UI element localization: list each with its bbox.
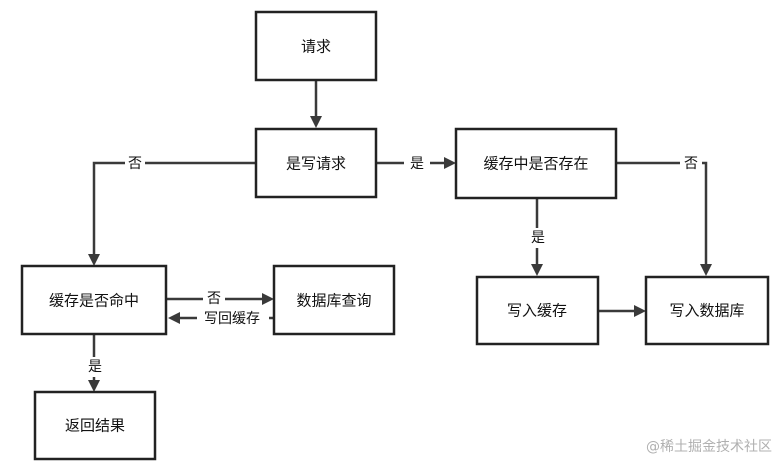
node-return-result-label: 返回结果 (65, 417, 125, 435)
arrowhead-write-cache-to-write-db (634, 305, 646, 317)
node-db-query: 数据库查询 (272, 264, 396, 336)
node-db-query-label: 数据库查询 (296, 292, 371, 310)
node-return-result: 返回结果 (33, 390, 157, 461)
label-db-write-back: 写回缓存 (204, 311, 260, 327)
connectors (88, 80, 712, 392)
arrowhead-is-write-no (88, 254, 100, 266)
node-is-write-request: 是写请求 (254, 127, 378, 199)
node-write-db: 写入数据库 (644, 275, 770, 346)
node-is-write-request-label: 是写请求 (286, 155, 346, 173)
edge-labels: 否 是 否 是 否 写回缓存 是 (84, 154, 702, 377)
node-cache-hit-label: 缓存是否命中 (49, 292, 139, 310)
node-request: 请求 (254, 10, 378, 82)
arrowhead-is-write-yes (444, 157, 456, 169)
arrowhead-cache-exists-no (700, 264, 712, 276)
label-cache-hit-yes: 是 (88, 359, 102, 375)
arrowhead-cache-hit-no (262, 293, 274, 305)
node-write-cache-label: 写入缓存 (507, 302, 567, 320)
node-cache-exists: 缓存中是否存在 (454, 127, 618, 200)
node-cache-hit: 缓存是否命中 (20, 264, 168, 336)
arrowhead-cache-hit-yes (88, 380, 100, 392)
label-is-write-yes: 是 (410, 156, 424, 172)
arrowhead-db-write-back (168, 312, 180, 324)
label-cache-exists-no: 否 (684, 156, 698, 172)
node-request-label: 请求 (301, 38, 331, 56)
label-cache-exists-yes: 是 (531, 230, 545, 246)
edge-cache-exists-no (616, 161, 708, 266)
node-cache-exists-label: 缓存中是否存在 (483, 155, 588, 173)
arrowhead-cache-exists-yes (531, 264, 543, 276)
label-is-write-no: 否 (128, 156, 142, 172)
node-write-cache: 写入缓存 (475, 275, 600, 346)
watermark-text: @稀土掘金技术社区 (646, 439, 772, 455)
arrowhead-request-to-is-write (310, 116, 322, 128)
label-cache-hit-no: 否 (207, 291, 221, 307)
node-write-db-label: 写入数据库 (669, 302, 744, 320)
edge-is-write-no (92, 161, 256, 256)
